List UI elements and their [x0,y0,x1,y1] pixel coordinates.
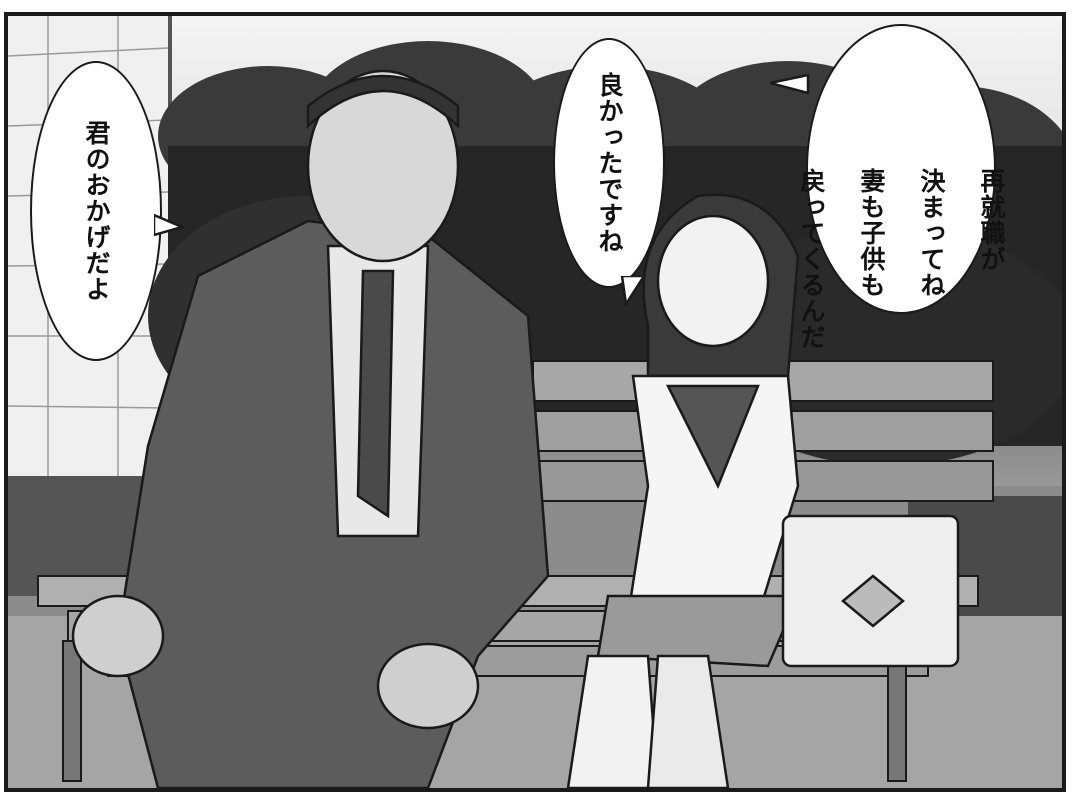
dialogue-right-line-4: 戻ってくるんだ [797,168,826,350]
speech-bubble-left: 君のおかげだよ [30,61,162,361]
dialogue-right-line-2: 決まってね [917,168,946,298]
dialogue-middle: 良かったですね [595,72,624,254]
school-bag [781,514,960,668]
dialogue-right: 再就職が 決まってね 妻も子供も 戻ってくるんだ [766,16,1036,350]
bubble-tail-left [154,213,184,237]
dialogue-left: 君のおかげだよ [82,120,111,302]
dialogue-right-line-1: 再就職が [977,168,1006,272]
comic-panel: 君のおかげだよ 良かったですね 再就職が 決まってね 妻も子供も 戻ってくるんだ [4,12,1066,792]
man-in-suit [71,69,550,788]
speech-bubble-middle: 良かったですね [553,38,665,288]
bubble-tail-middle [620,276,646,306]
speech-bubble-right: 再就職が 決まってね 妻も子供も 戻ってくるんだ [797,24,1006,350]
schoolgirl [566,193,800,788]
dialogue-right-line-3: 妻も子供も [857,168,886,298]
bubble-tail-right [770,73,810,95]
